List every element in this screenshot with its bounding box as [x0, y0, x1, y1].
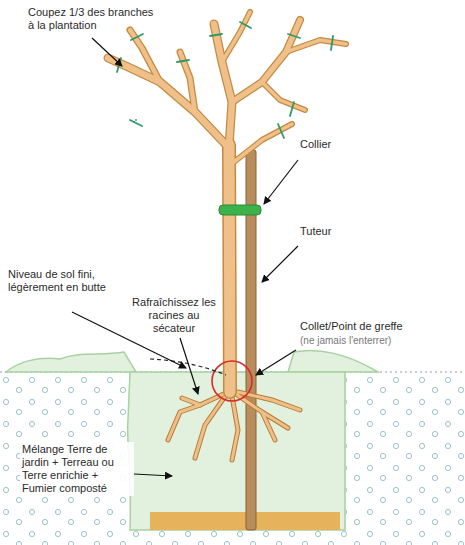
- drawing-part: [131, 34, 143, 40]
- leader-arrows: [72, 38, 298, 476]
- callout-label: Rafraîchissez les racines au sécateur: [130, 296, 218, 335]
- drawing-part: [130, 30, 160, 82]
- soil: [0, 373, 465, 545]
- drawing-part: [108, 58, 229, 148]
- drawing-part: [232, 396, 238, 460]
- drawing-part: [229, 145, 230, 392]
- drawing-part: [331, 36, 333, 50]
- drawing-part: [168, 392, 300, 460]
- drawing-part: [262, 82, 305, 110]
- callout-label: (ne jamais l'enterrer): [300, 334, 460, 347]
- drawing-part: [214, 24, 232, 146]
- drawing-part: [222, 12, 250, 62]
- planting-hole: [128, 372, 345, 530]
- drawing-part: [232, 396, 238, 460]
- spacer: [148, 131, 150, 132]
- drawing-part: [262, 82, 305, 110]
- callout-label: Coupez 1/3 des branches à la plantation: [28, 6, 160, 32]
- drawing-part: [286, 40, 346, 52]
- drawing-part: [130, 120, 142, 126]
- callout-label: Niveau de sol fini, légèrement en butte: [8, 268, 114, 294]
- drawing-part: [278, 124, 284, 138]
- collar-tie: [219, 205, 261, 215]
- drawing-part: [108, 58, 229, 148]
- drawing-part: [264, 160, 298, 204]
- drawing-part: [92, 38, 122, 66]
- drawing-part: [262, 246, 298, 282]
- drawing-part: [210, 34, 222, 36]
- callout-label: Collet/Point de greffe: [300, 320, 460, 333]
- drawing-part: [256, 350, 296, 375]
- callout-label: Mélange Terre de jardin + Terreau ou Ter…: [20, 442, 134, 496]
- drawing-part: [230, 124, 292, 165]
- drawing-part: [168, 392, 228, 440]
- mound-right: [288, 350, 378, 372]
- drawing-part: [240, 22, 251, 28]
- drawing-part: [177, 60, 189, 62]
- roots: [168, 392, 300, 460]
- drawing-part: [222, 12, 250, 62]
- graft-point-circle: [212, 361, 252, 401]
- mound-left: [6, 352, 136, 372]
- drawing-part: [134, 474, 172, 476]
- drawing-part: [180, 338, 198, 394]
- drawing-part: [214, 24, 232, 146]
- hole-bottom-layer: [150, 512, 340, 530]
- drawing-part: [229, 145, 230, 392]
- drawing-part: [168, 392, 300, 460]
- callout-label: Collier: [300, 138, 380, 151]
- drawing-part: [286, 40, 346, 52]
- callout-label: Tuteur: [300, 225, 380, 238]
- drawing-part: [290, 102, 294, 116]
- drawing-part: [230, 124, 292, 165]
- drawing-part: [182, 398, 200, 405]
- drawing-part: [117, 22, 333, 138]
- drawing-part: [262, 412, 288, 428]
- drawing-part: [288, 34, 300, 38]
- drawing-part: [168, 392, 228, 440]
- drawing-part: [182, 398, 200, 405]
- drawing-part: [232, 20, 300, 102]
